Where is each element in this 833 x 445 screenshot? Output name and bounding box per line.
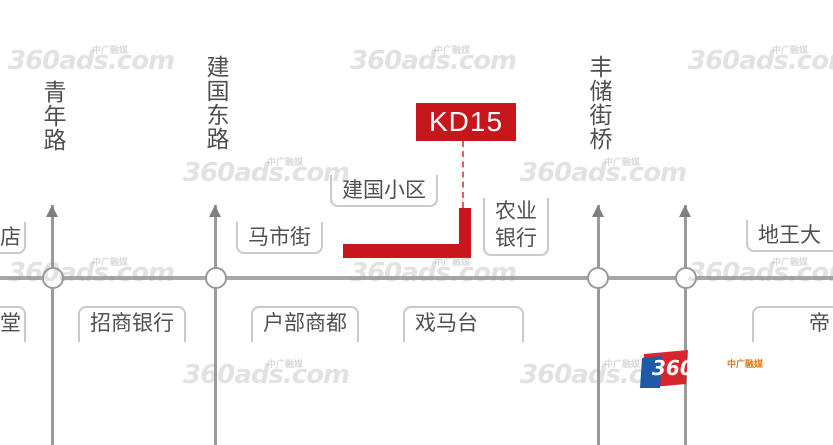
billboard-code-tag[interactable]: KD15 [416,103,516,141]
road-qingnian-line [51,205,54,445]
place-label-zhaoshang: 招商银行 [78,306,186,342]
place-label-diwang: 地王大 [746,220,833,252]
place-label-jianguo-xiaoqu: 建国小区 [330,175,438,207]
watermark-sub: 中广融媒 [92,46,129,56]
place-label-cut-right-b: 帝 [752,306,833,342]
arrow-up-icon [679,205,691,217]
main-road [0,276,833,280]
watermark-sub: 中广融媒 [267,158,304,168]
road-label-jianguodong: 建国东路 [202,55,228,151]
watermark: 360ads.com [350,258,517,288]
road-fengchu-line [597,205,600,445]
watermark: 360ads.com [183,158,350,188]
watermark-sub: 中广融媒 [772,46,809,56]
intersection-node [587,267,609,289]
watermark-sub: 中广融媒 [772,258,809,268]
place-label-cut-left-b: 堂 [0,306,26,342]
place-label-ximatai: 戏马台 [403,306,524,342]
watermark-sub: 中广融媒 [604,360,641,370]
road-label-fengchu: 丰储街桥 [585,55,611,151]
watermark: 360ads.com [8,258,175,288]
logo-360-icon [640,350,688,388]
watermark: 360ads.com [688,258,833,288]
arrow-up-icon [592,205,604,217]
road-label-qingnian: 青年路 [39,80,65,152]
watermark-sub: 中广融媒 [434,258,471,268]
logo-360-text: 360° [652,356,704,380]
billboard-location-bar [343,244,471,258]
arrow-up-icon [46,205,58,217]
watermark: 360ads.com [350,46,517,76]
watermark-sub: 中广融媒 [267,360,304,370]
road-jianguodong-line [214,205,217,445]
place-label-hubu: 户部商都 [251,306,359,342]
intersection-node [42,267,64,289]
billboard-pointer-line [462,141,464,208]
road-right-line [684,205,687,445]
arrow-up-icon [209,205,221,217]
intersection-node [205,267,227,289]
brand-name: 中广融媒 [727,360,764,370]
watermark: 360ads.com [8,46,175,76]
watermark: 360ads.com [688,46,833,76]
watermark-sub: 中广融媒 [92,258,129,268]
place-label-nongye-yinhang: 农业 银行 [483,198,549,256]
watermark: 360ads.com [520,158,687,188]
watermark: 360ads.com [183,360,350,390]
place-label-cut-left: 店 [0,222,26,254]
place-label-mashijie: 马市街 [236,222,323,254]
intersection-node [675,267,697,289]
watermark-sub: 中广融媒 [434,46,471,56]
watermark-sub: 中广融媒 [604,158,641,168]
